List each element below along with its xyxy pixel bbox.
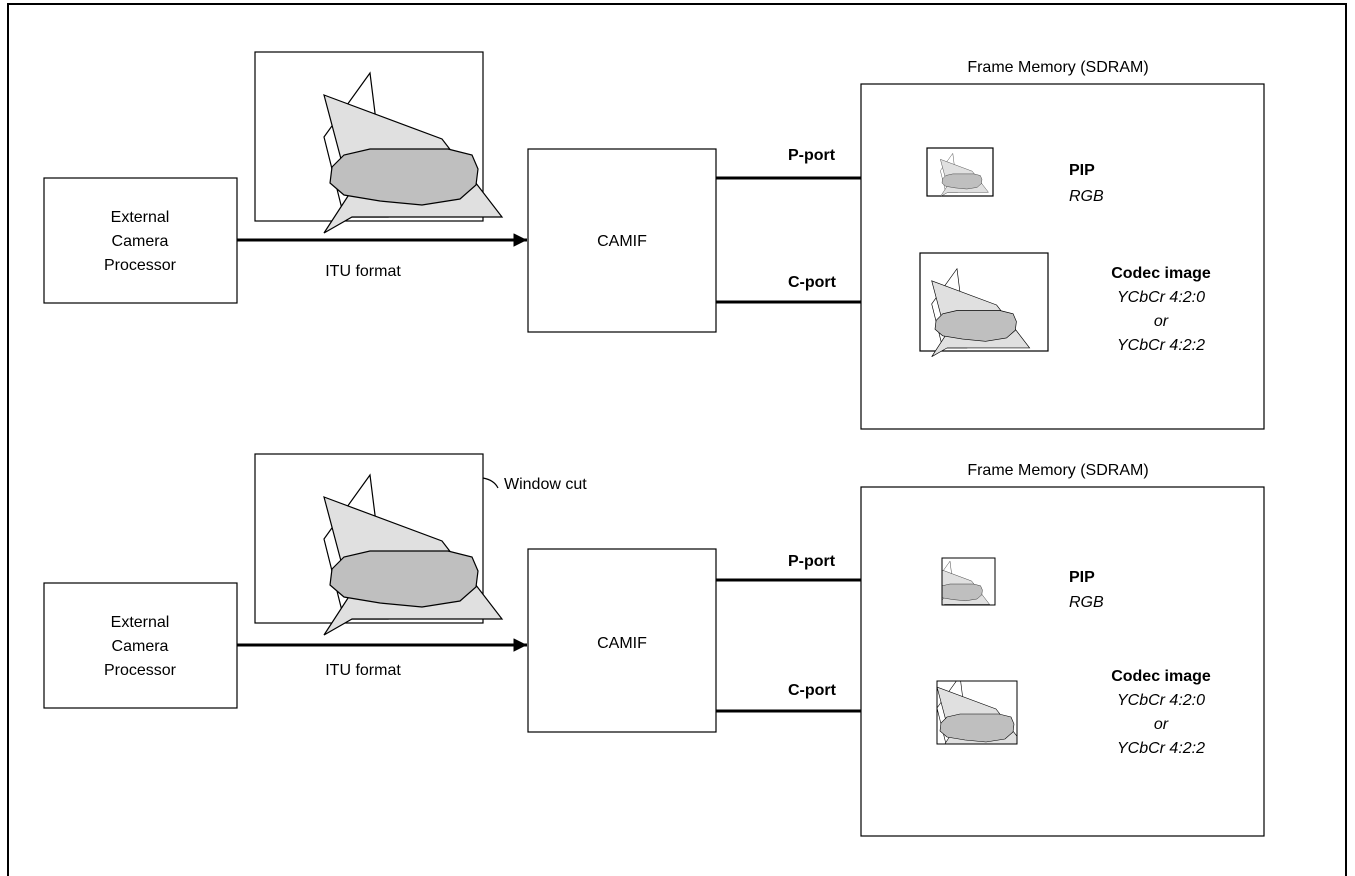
outer-frame — [7, 3, 1347, 876]
camif-box — [527, 548, 717, 733]
external-camera-box — [43, 177, 238, 304]
frame-memory-title: Frame Memory (SDRAM) — [967, 59, 1148, 76]
codec-format-2: YCbCr 4:2:2 — [1117, 337, 1205, 354]
c-port-label: C-port — [788, 274, 837, 291]
pip-image-border — [941, 557, 996, 606]
pip-title: PIP — [1069, 162, 1095, 179]
external-camera-label-line1: External — [111, 614, 170, 631]
pip-title: PIP — [1069, 569, 1095, 586]
window-cut-leader — [482, 477, 499, 489]
codec-format-2: YCbCr 4:2:2 — [1117, 740, 1205, 757]
codec-format-1: YCbCr 4:2:0 — [1117, 289, 1205, 306]
itu-format-label: ITU format — [325, 263, 401, 280]
camif-box — [527, 148, 717, 333]
external-camera-box — [43, 582, 238, 709]
codec-image-border — [936, 680, 1018, 745]
p-port-label: P-port — [788, 553, 836, 570]
codec-format-or: or — [1154, 313, 1169, 330]
c-port-label: C-port — [788, 682, 837, 699]
external-camera-label-line3: Processor — [104, 257, 177, 274]
window-cut-label: Window cut — [504, 476, 587, 493]
pip-format: RGB — [1069, 188, 1104, 205]
frame-memory-box — [860, 486, 1265, 837]
diagram-bottom: External Camera Processor Window cut ITU… — [43, 453, 1265, 837]
pip-image-cropped — [942, 558, 995, 605]
external-camera-label-line1: External — [111, 209, 170, 226]
pip-format: RGB — [1069, 594, 1104, 611]
codec-image-cropped — [937, 681, 1017, 744]
codec-format-1: YCbCr 4:2:0 — [1117, 692, 1205, 709]
itu-format-label: ITU format — [325, 662, 401, 679]
frame-memory-title: Frame Memory (SDRAM) — [967, 462, 1148, 479]
codec-title: Codec image — [1111, 265, 1211, 282]
codec-format-or: or — [1154, 716, 1169, 733]
codec-title: Codec image — [1111, 668, 1211, 685]
camif-label: CAMIF — [597, 233, 647, 250]
external-camera-label-line3: Processor — [104, 662, 177, 679]
external-camera-label-line2: Camera — [112, 233, 169, 250]
diagram-top: External Camera Processor ITU format CAM… — [43, 51, 1265, 430]
camif-label: CAMIF — [597, 635, 647, 652]
p-port-label: P-port — [788, 147, 836, 164]
external-camera-label-line2: Camera — [112, 638, 169, 655]
